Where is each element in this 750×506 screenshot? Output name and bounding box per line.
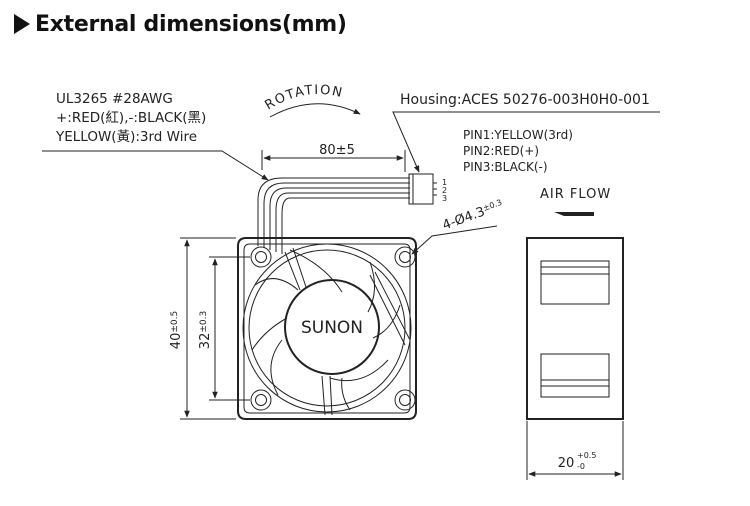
- fan-opening: [242, 243, 412, 413]
- rotation-label: ROTATION: [263, 83, 345, 114]
- page-title-text: External dimensions(mm): [35, 11, 347, 37]
- triangle-bullet-icon: [14, 14, 30, 34]
- thickness-dimension: 20 +0.5 -0: [526, 421, 624, 480]
- pin-list: PIN1:YELLOW(3rd) PIN2:RED(+) PIN3:BLACK(…: [463, 128, 573, 174]
- pin2-label: PIN2:RED(+): [463, 144, 539, 158]
- wire-length-dimension: 80±5: [261, 143, 406, 172]
- thickness-label: 20: [558, 456, 575, 471]
- housing-label: Housing:ACES 50276-003H0H0-001: [400, 92, 650, 108]
- thickness-tol-plus: +0.5: [577, 451, 596, 460]
- airflow-indicator: AIR FLOW: [540, 187, 611, 216]
- outer-size-dimension: 40±0.5: [169, 237, 236, 420]
- connector: 1 2 3: [408, 173, 447, 205]
- housing-leader: [392, 111, 660, 173]
- pin-number-2: 2: [442, 186, 447, 195]
- wire-spec-line2: +:RED(紅),-:BLACK(黑): [56, 110, 206, 126]
- page-title: External dimensions(mm): [14, 10, 347, 38]
- pin-number-1: 1: [442, 178, 447, 187]
- fan-front-view: SUNON: [237, 237, 417, 420]
- brand-label: SUNON: [301, 318, 363, 338]
- hole-callout: 4-Ø4.3±0.3: [411, 198, 506, 255]
- housing-callout: Housing:ACES 50276-003H0H0-001: [392, 92, 660, 173]
- mounting-holes: [250, 246, 416, 411]
- airflow-arrow: [554, 212, 594, 216]
- outer-size-label: 40±0.5: [169, 311, 184, 349]
- fan-hub: [284, 279, 380, 375]
- hole-dimension: 4-Ø4.3±0.3: [441, 198, 506, 234]
- fan-frame-inner: [243, 243, 411, 414]
- wire-spec-line3: YELLOW(黃):3rd Wire: [55, 129, 197, 145]
- fan-frame: [237, 237, 417, 420]
- hole-leader: [411, 225, 498, 255]
- hole-pitch-label: 32±0.3: [198, 311, 213, 349]
- pin1-label: PIN1:YELLOW(3rd): [463, 128, 573, 142]
- wire-spec-callout: UL3265 #28AWG +:RED(紅),-:BLACK(黑) YELLOW…: [42, 91, 269, 181]
- wire-spec-leader: [42, 150, 269, 181]
- thickness-tol-minus: -0: [577, 462, 585, 471]
- hole-pitch-dimension: 32±0.3: [198, 256, 250, 401]
- pin3-label: PIN3:BLACK(-): [463, 160, 548, 174]
- fan-side-view: [526, 237, 624, 420]
- rotation-arrow: [269, 103, 361, 118]
- fan-struts: [284, 247, 411, 416]
- rotation-indicator: ROTATION: [263, 83, 361, 118]
- cable-bundle: [257, 177, 410, 254]
- fan-blades: [251, 249, 401, 411]
- airflow-label: AIR FLOW: [540, 187, 611, 202]
- pin-number-3: 3: [442, 194, 447, 203]
- wire-length-label: 80±5: [319, 143, 355, 158]
- wire-spec-line1: UL3265 #28AWG: [56, 91, 173, 107]
